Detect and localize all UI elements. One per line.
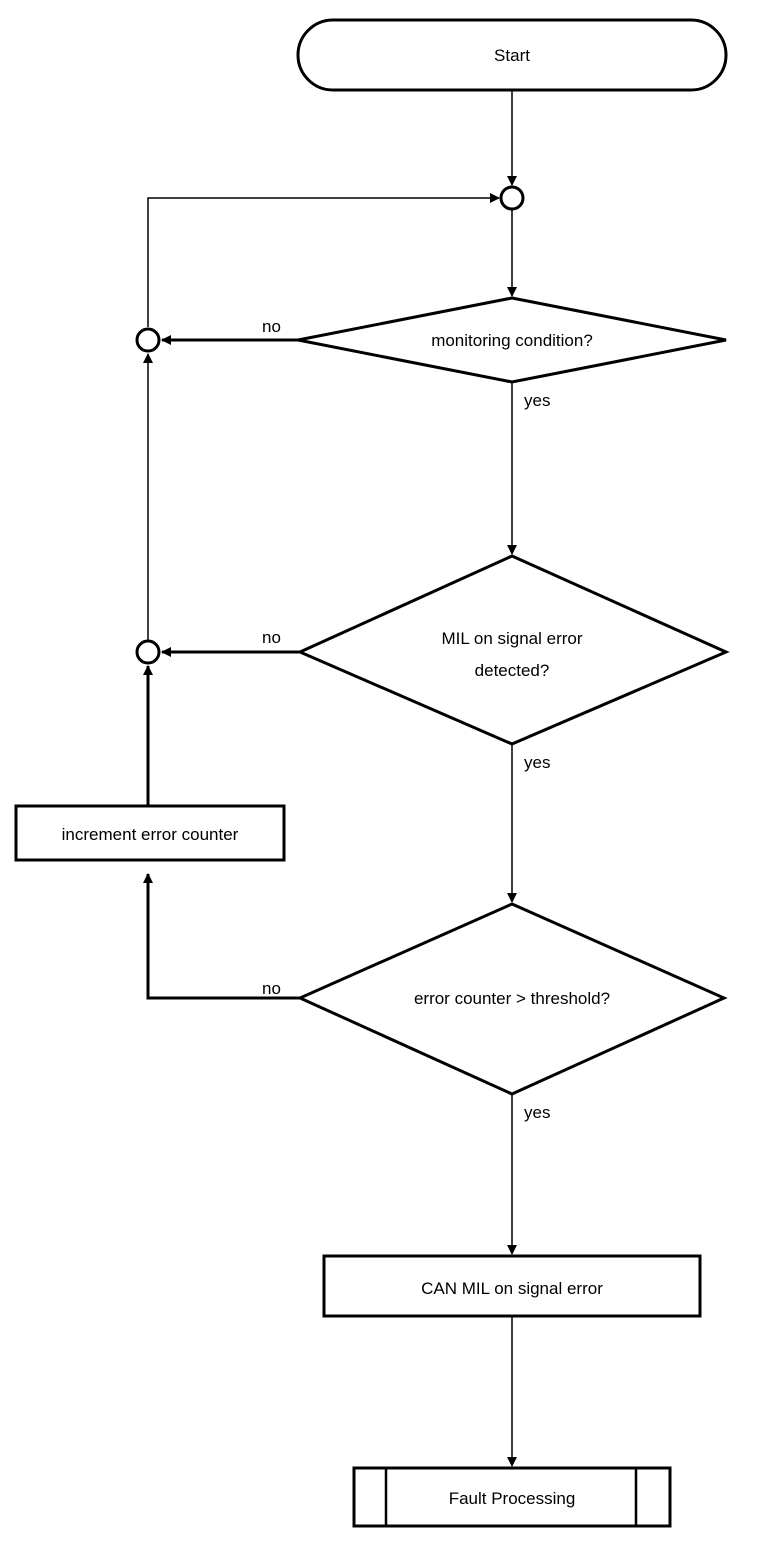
fault-processing-box xyxy=(352,1466,672,1528)
junction-left-1 xyxy=(135,327,161,353)
start-label: Start xyxy=(494,46,530,65)
junction-left-2 xyxy=(135,639,161,665)
junction-top xyxy=(499,185,525,211)
increment-counter-label: increment error counter xyxy=(62,825,239,844)
no-label-3: no xyxy=(262,979,281,998)
can-mil-error-label: CAN MIL on signal error xyxy=(421,1279,603,1298)
edge-loop-to-junction xyxy=(147,193,500,327)
mil-error-label-line2: detected? xyxy=(475,661,550,680)
yes-label-1: yes xyxy=(524,391,550,410)
yes-label-2: yes xyxy=(524,753,550,772)
increment-counter-box xyxy=(14,804,286,862)
yes-label-3: yes xyxy=(524,1103,550,1122)
mil-error-decision xyxy=(296,554,730,746)
mil-error-label-line1: MIL on signal error xyxy=(441,629,582,648)
no-label-2: no xyxy=(262,628,281,647)
fault-processing-label: Fault Processing xyxy=(449,1489,576,1508)
edge-no-3 xyxy=(143,873,300,1000)
no-label-1: no xyxy=(262,317,281,336)
threshold-label: error counter > threshold? xyxy=(414,989,610,1008)
monitoring-condition-label: monitoring condition? xyxy=(431,331,593,350)
